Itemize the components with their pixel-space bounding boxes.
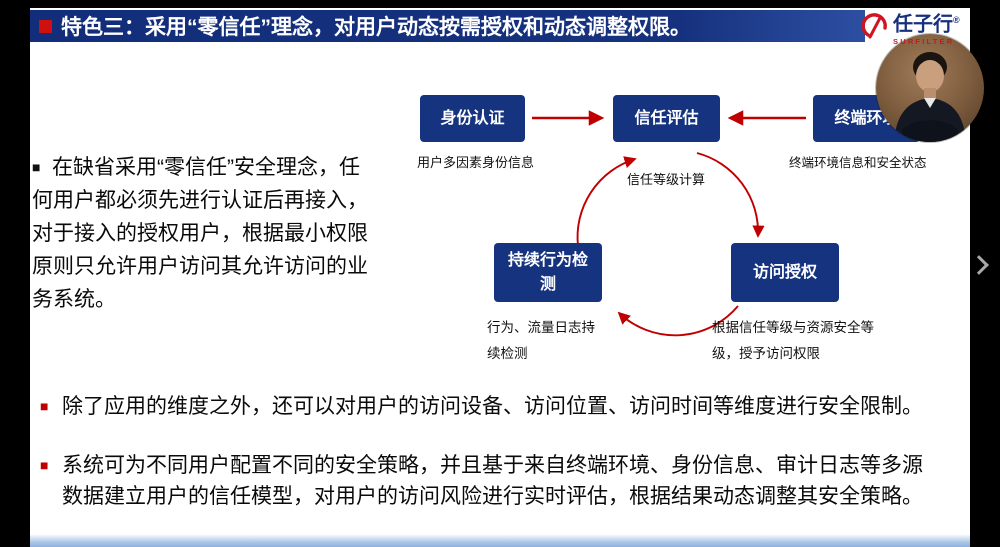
paragraph-security-policy-text: 系统可为不同用户配置不同的安全策略，并且基于来自终端环境、身份信息、审计日志等多… [62, 454, 923, 508]
chevron-right-icon [969, 255, 989, 275]
paragraph-dimension-limits-text: 除了应用的维度之外，还可以对用户的访问设备、访问位置、访问时间等维度进行安全限制… [62, 395, 923, 418]
bullet-square-red-icon: ■ [40, 398, 49, 414]
bullet-square-red-icon: ■ [40, 457, 49, 473]
paragraph-zero-trust-text: 在缺省采用“零信任”安全理念，任何用户都必须先进行认证后再接入，对于接入的授权用… [32, 156, 368, 311]
paragraph-zero-trust: ■在缺省采用“零信任”安全理念，任何用户都必须先进行认证后再接入，对于接入的授权… [32, 151, 376, 316]
paragraph-dimension-limits: ■ 除了应用的维度之外，还可以对用户的访问设备、访问位置、访问时间等维度进行安全限… [40, 390, 923, 420]
bullet-square-black-icon: ■ [32, 159, 41, 175]
brand-logo: 任子行® SURFILTER [860, 9, 960, 47]
diagram-node-identity-auth: 身份认证 [420, 95, 525, 142]
diagram-node-continuous-behavior-detection: 持续行为检测 [494, 243, 602, 302]
slide-bottom-gradient [30, 534, 970, 547]
brand-logo-icon [860, 11, 890, 46]
slide-title-bar: 特色三：采用“零信任”理念，对用户动态按需授权和动态调整权限。 [30, 10, 865, 42]
caption-access-authorization: 根据信任等级与资源安全等级，授予访问权限 [712, 320, 874, 361]
caption-behavior-detection: 行为、流量日志持续检测 [487, 320, 595, 361]
diagram-node-access-authorization: 访问授权 [731, 243, 839, 302]
title-accent-square-icon [39, 19, 52, 33]
brand-company-name: 任子行 [893, 13, 953, 36]
slide-title: 特色三：采用“零信任”理念，对用户动态按需授权和动态调整权限。 [61, 16, 691, 39]
registered-mark: ® [953, 15, 960, 25]
caption-identity-auth: 用户多因素身份信息 [417, 155, 535, 170]
paragraph-security-policy: ■ 系统可为不同用户配置不同的安全策略，并且基于来自终端环境、身份信息、审计日志等… [40, 450, 930, 512]
next-slide-button[interactable] [969, 255, 989, 275]
presenter-webcam [876, 34, 984, 142]
caption-trust-level-calculation: 信任等级计算 [627, 172, 706, 187]
diagram-node-trust-evaluation: 信任评估 [613, 95, 720, 142]
caption-terminal-environment: 终端环境信息和安全状态 [789, 156, 927, 170]
brand-subtitle: SURFILTER [893, 36, 955, 46]
presenter-photo [876, 34, 984, 142]
